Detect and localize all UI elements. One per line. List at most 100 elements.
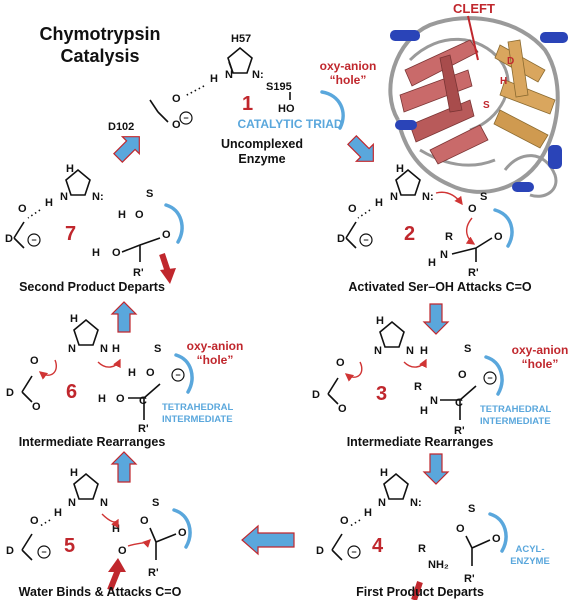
svg-text:N: N — [100, 497, 108, 509]
svg-text:−: − — [41, 547, 46, 557]
svg-text:D: D — [337, 233, 345, 245]
site-letter-s: S — [483, 100, 490, 111]
svg-text:S: S — [464, 343, 471, 355]
flow-arrow-4-to-5 — [241, 524, 295, 556]
svg-text:R': R' — [148, 567, 159, 579]
site-letter-d: D — [507, 56, 514, 67]
svg-text:O: O — [118, 545, 127, 557]
oxyanion-label-line1: oxy-anion — [320, 59, 377, 73]
svg-text:O: O — [172, 119, 181, 131]
title-line1: Chymotrypsin — [39, 24, 160, 44]
svg-text:O: O — [32, 401, 41, 413]
svg-text:H: H — [420, 345, 428, 357]
svg-text:N: N — [60, 191, 68, 203]
svg-text:−: − — [183, 113, 188, 123]
step-6-structure: N N H H O D O H O S − H O C R' — [6, 313, 194, 435]
tetrahedral-label-6-line2: INTERMEDIATE — [162, 414, 233, 425]
svg-text:N:: N: — [252, 69, 264, 81]
flow-arrow-6-to-7 — [110, 301, 138, 333]
svg-text:O: O — [494, 231, 503, 243]
svg-text:HO: HO — [278, 103, 295, 115]
svg-text:O: O — [178, 527, 187, 539]
svg-text:N: N — [374, 345, 382, 357]
svg-text:D: D — [6, 545, 14, 557]
svg-text:N: N — [390, 191, 398, 203]
svg-text:H: H — [380, 467, 388, 479]
catalytic-triad-label: CATALYTIC TRIAD — [237, 117, 342, 131]
svg-text:S: S — [468, 503, 475, 515]
step-5-structure: N N H H O D − H O S O O R' — [6, 467, 192, 592]
svg-text:H: H — [92, 247, 100, 259]
svg-text:D: D — [312, 389, 320, 401]
svg-text:R: R — [445, 231, 453, 243]
cleft-label: CLEFT — [453, 1, 495, 16]
svg-text:O: O — [140, 515, 149, 527]
svg-text:N: N — [100, 343, 108, 355]
acyl-enzyme-label-line1: ACYL- — [515, 544, 544, 555]
svg-text:−: − — [363, 235, 368, 245]
svg-text:O: O — [340, 515, 349, 527]
flow-arrow-3-to-4 — [422, 453, 450, 485]
svg-text:O: O — [162, 229, 171, 241]
svg-text:O: O — [146, 367, 155, 379]
step-4-number: 4 — [372, 535, 384, 557]
svg-text:H: H — [70, 467, 78, 479]
svg-text:N: N — [406, 345, 414, 357]
svg-text:S: S — [154, 343, 161, 355]
flow-arrow-5-to-6 — [110, 451, 138, 483]
oxyanion-label-3-line2: “hole” — [522, 357, 559, 371]
step-2-number: 2 — [404, 223, 415, 245]
step-5-caption: Water Binds & Attacks C=O — [19, 585, 182, 599]
ser-label: S195 — [266, 81, 292, 93]
step-6-caption: Intermediate Rearranges — [19, 435, 166, 449]
svg-text:O: O — [492, 533, 501, 545]
svg-text:O: O — [336, 357, 345, 369]
svg-text:S: S — [480, 191, 487, 203]
step-1-caption-line2: Enzyme — [238, 152, 285, 166]
svg-text:R: R — [418, 543, 426, 555]
svg-text:N:: N: — [92, 191, 104, 203]
svg-text:O: O — [135, 209, 144, 221]
svg-text:−: − — [31, 235, 36, 245]
step-1-caption-line1: Uncomplexed — [221, 137, 303, 151]
his-label: H57 — [231, 33, 251, 45]
svg-text:−: − — [351, 547, 356, 557]
svg-text:H: H — [70, 313, 78, 325]
svg-text:H: H — [128, 367, 136, 379]
svg-text:O: O — [348, 203, 357, 215]
svg-text:O: O — [116, 393, 125, 405]
svg-text:R': R' — [454, 425, 465, 437]
svg-text:S: S — [152, 497, 159, 509]
svg-text:H: H — [396, 163, 404, 175]
flow-arrow-2-to-3 — [422, 303, 450, 335]
svg-text:O: O — [172, 93, 181, 105]
svg-text:N: N — [68, 497, 76, 509]
step-7-caption: Second Product Departs — [19, 280, 165, 294]
svg-text:H: H — [112, 523, 120, 535]
svg-text:−: − — [487, 373, 492, 383]
svg-text:H: H — [428, 257, 436, 269]
oxyanion-label-6-line2: “hole” — [197, 353, 234, 367]
site-letter-h: H — [500, 76, 507, 87]
acyl-enzyme-label-line2: ENZYME — [510, 556, 550, 567]
tetrahedral-label-3-line1: TETRAHEDRAL — [480, 404, 551, 415]
svg-text:R': R' — [138, 423, 149, 435]
step-7-structure: N N: H H O D − S H O H O O R' — [5, 163, 184, 284]
protein-ribbon — [388, 15, 568, 198]
svg-text:O: O — [338, 403, 347, 415]
svg-text:−: − — [175, 370, 180, 380]
oxyanion-label-line2: “hole” — [330, 73, 367, 87]
svg-text:R': R' — [133, 267, 144, 279]
svg-text:H: H — [45, 197, 53, 209]
flow-arrow-7-to-1 — [113, 136, 140, 163]
svg-text:D: D — [5, 233, 13, 245]
svg-text:O: O — [112, 247, 121, 259]
oxyanion-label-6-line1: oxy-anion — [187, 339, 244, 353]
oxyanion-label-3-line1: oxy-anion — [512, 343, 569, 357]
svg-text:N: N — [430, 395, 438, 407]
tetrahedral-label-3-line2: INTERMEDIATE — [480, 416, 551, 427]
svg-text:H: H — [364, 507, 372, 519]
svg-text:H: H — [66, 163, 74, 175]
svg-text:S: S — [146, 188, 153, 200]
svg-text:D: D — [6, 387, 14, 399]
